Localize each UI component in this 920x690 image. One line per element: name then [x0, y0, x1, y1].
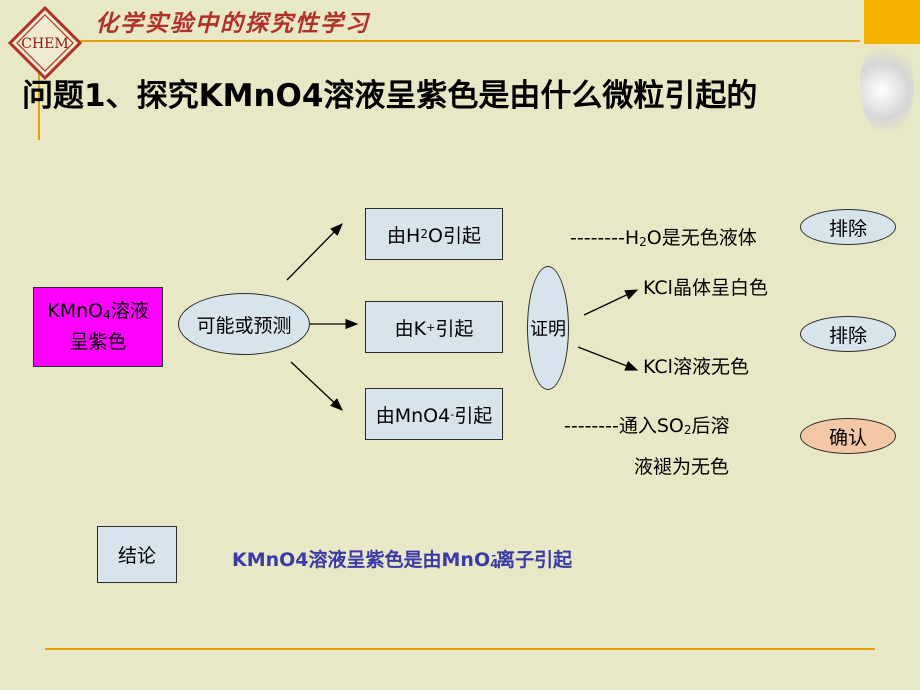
header-rule — [40, 40, 860, 42]
tag-exclude-h2o: 排除 — [800, 209, 896, 245]
tag-confirm-mno4: 确认 — [800, 418, 896, 454]
possible-ellipse: 可能或预测 — [178, 293, 310, 355]
arrow-to-kcl-solid — [583, 289, 639, 316]
conclusion-label-box: 结论 — [97, 526, 177, 583]
header-vertical-rule — [38, 42, 40, 140]
corner-accent — [864, 0, 920, 44]
start-line2: 呈紫色 — [69, 331, 127, 353]
note-kcl-solution: KCl溶液无色 — [643, 356, 749, 378]
header-title: 化学实验中的探究性学习 — [95, 10, 370, 37]
note-kcl-solid: KCl晶体呈白色 — [643, 277, 768, 299]
footer-rule — [45, 648, 875, 650]
start-line1: KMnO4溶液 — [47, 300, 149, 322]
decorative-orb — [860, 38, 914, 134]
option-k-box: 由K+引起 — [365, 301, 503, 353]
conclusion-text: KMnO4溶液呈紫色是由MnO4-离子引起 — [232, 549, 573, 571]
tag-exclude-k: 排除 — [800, 316, 896, 352]
question-title: 问题1、探究KMnO4溶液呈紫色是由什么微粒引起的 — [22, 78, 758, 114]
note-so2-line2: 液褪为无色 — [634, 456, 730, 478]
note-h2o: --------H2O是无色液体 — [570, 227, 757, 249]
arrow-to-kcl-soln — [577, 346, 639, 371]
chem-logo: CHEM — [8, 6, 82, 80]
kmno4-start-box: KMnO4溶液 呈紫色 — [33, 287, 163, 367]
logo-text: CHEM — [21, 36, 68, 52]
proof-ellipse: 证明 — [527, 266, 569, 390]
note-so2-line1: --------通入SO2后溶 — [564, 415, 730, 437]
arrow-to-mno4 — [290, 361, 343, 411]
arrow-to-h2o — [286, 223, 343, 281]
option-mno4-box: 由MnO4-引起 — [365, 388, 503, 440]
